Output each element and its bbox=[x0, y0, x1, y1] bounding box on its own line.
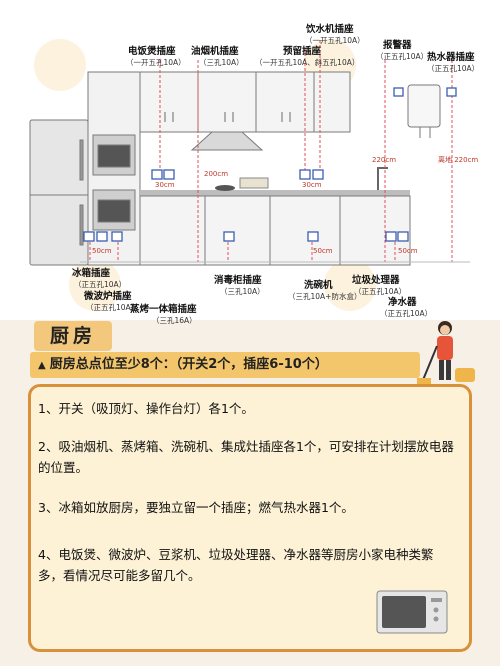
spec-dishwasher: （三孔10A+防水盒） bbox=[288, 292, 362, 301]
spec-steam-oven: （三孔16A） bbox=[152, 316, 197, 325]
label-rice-cooker: 电饭煲插座 bbox=[128, 46, 176, 57]
water-heater bbox=[407, 84, 441, 138]
sockets bbox=[83, 87, 457, 242]
tip-item-2: 2、吸油烟机、蒸烤箱、洗碗机、集成灶插座各1个，可安排在计划摆放电器的位置。 bbox=[38, 439, 454, 475]
label-water-heater: 热水器插座 bbox=[427, 52, 475, 63]
spec-water-dispenser: （一开五孔10A） bbox=[305, 36, 365, 45]
kitchen-socket-diagram: 电饭煲插座 （一开五孔10A） 油烟机插座 （三孔10A） 预留插座 （一开五孔… bbox=[0, 0, 500, 325]
spec-alarm: （正五孔10A） bbox=[376, 52, 429, 61]
tip-item-3: 3、冰箱如放厨房，要独立留一个插座；燃气热水器1个。 bbox=[38, 500, 354, 515]
tip-item-1: 1、开关（吸顶灯、操作台灯）各1个。 bbox=[38, 401, 254, 416]
cleaner-illustration-icon bbox=[417, 321, 475, 384]
kitchen-summary-text: 厨房总点位至少8个：（开关2个，插座6-10个） bbox=[49, 357, 328, 372]
spec-fridge: （正五孔10A） bbox=[74, 280, 127, 289]
measure-200cm: 200cm bbox=[204, 170, 229, 178]
range-hood bbox=[190, 131, 264, 151]
spec-sterilizer: （三孔10A） bbox=[220, 287, 265, 296]
label-range-hood: 油烟机插座 bbox=[191, 46, 239, 57]
label-garbage: 垃圾处理器 bbox=[352, 275, 400, 286]
triangle-marker-icon: ▲ bbox=[38, 360, 46, 371]
label-dishwasher: 洗碗机 bbox=[304, 280, 333, 291]
faucet bbox=[377, 167, 388, 190]
spec-rice-cooker: （一开五孔10A） bbox=[126, 58, 186, 67]
spec-reserve: （一开五孔10A、斜五孔10A） bbox=[255, 58, 360, 67]
microwave-illustration-icon bbox=[376, 590, 448, 634]
lower-cabinets bbox=[139, 195, 411, 266]
measure-50cm-b: 50cm bbox=[313, 247, 333, 255]
measure-50cm-a: 50cm bbox=[92, 247, 112, 255]
kitchen-summary-bar: ▲厨房总点位至少8个：（开关2个，插座6-10个） bbox=[30, 352, 420, 378]
spec-water-heater: （正五孔10A） bbox=[427, 64, 480, 73]
spec-range-hood: （三孔10A） bbox=[199, 58, 244, 67]
measure-220cm-floor: 离地 220cm bbox=[438, 156, 479, 164]
label-purifier: 净水器 bbox=[388, 297, 417, 308]
fridge bbox=[29, 119, 89, 266]
spec-purifier: （正五孔10A） bbox=[380, 309, 433, 318]
label-sterilizer: 消毒柜插座 bbox=[214, 275, 262, 286]
tip-item-4: 4、电饭煲、微波炉、豆浆机、垃圾处理器、净水器等厨房小家电种类繁多，看情况尽可能… bbox=[38, 547, 434, 583]
kitchen-illustration bbox=[29, 39, 470, 311]
label-water-dispenser: 饮水机插座 bbox=[306, 24, 354, 35]
measure-30cm-left: 30cm bbox=[155, 181, 175, 189]
upper-cabinets bbox=[139, 71, 351, 133]
wiring bbox=[80, 40, 470, 263]
label-microwave: 微波炉插座 bbox=[84, 291, 132, 302]
measure-30cm-right: 30cm bbox=[302, 181, 322, 189]
label-steam-oven: 蒸烤一体箱插座 bbox=[130, 304, 197, 315]
label-alarm: 报警器 bbox=[383, 40, 412, 51]
section-title: 厨房 bbox=[34, 321, 112, 351]
countertop bbox=[140, 190, 410, 196]
measure-50cm-c: 50cm bbox=[398, 247, 418, 255]
spec-garbage: （正五孔10A） bbox=[354, 287, 407, 296]
label-reserve: 预留插座 bbox=[283, 46, 322, 57]
stove bbox=[215, 177, 269, 191]
spec-microwave: （正五孔10A） bbox=[86, 303, 139, 312]
label-fridge: 冰箱插座 bbox=[72, 268, 111, 279]
measure-220cm: 220cm bbox=[372, 156, 397, 164]
